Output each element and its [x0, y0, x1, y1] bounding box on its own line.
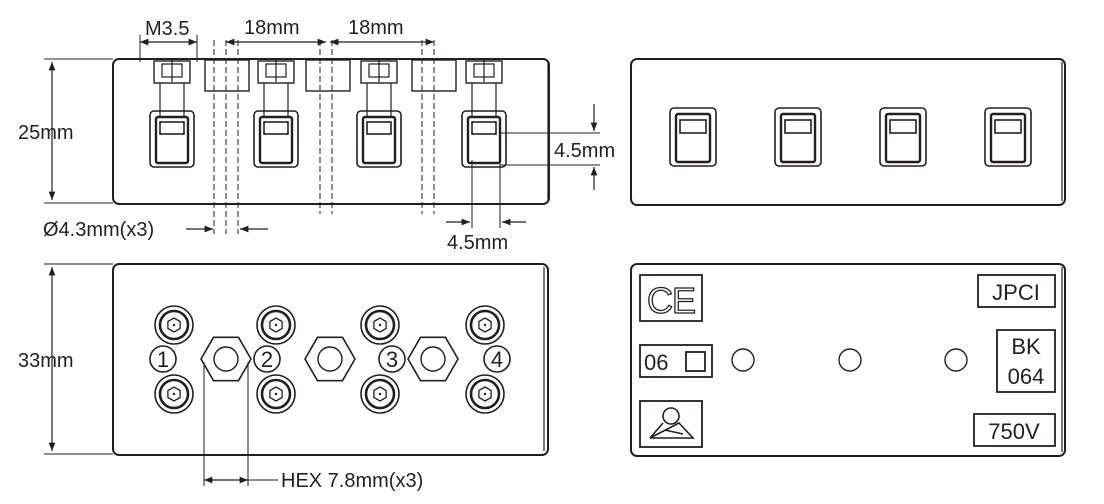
height-25-label: 25mm	[18, 122, 74, 144]
front-view: 1 2 3 4 33mm HEX 7.8mm(x3)	[18, 263, 549, 492]
slot-height-dimension: 4.5mm	[500, 104, 615, 190]
front-view-screws	[154, 305, 505, 414]
inspection-mark-icon	[639, 400, 703, 448]
label-panel-body	[630, 263, 1066, 457]
model-box: BK 064	[996, 329, 1056, 393]
height-33-label: 33mm	[18, 350, 74, 372]
screw-head-6	[360, 374, 400, 414]
screw-head-8	[465, 374, 505, 414]
screw-head-5	[360, 305, 400, 345]
slot-height-label: 4.5mm	[554, 140, 615, 162]
side-slot-2	[774, 107, 822, 167]
label-panel-hole-1	[731, 348, 755, 372]
size-code-square	[685, 351, 706, 372]
pitch-dimension-1: 18mm	[226, 17, 326, 46]
size-code-text: 06	[644, 350, 668, 375]
svg-text:2: 2	[261, 347, 273, 372]
model-line1: BK	[1011, 334, 1041, 359]
top-slot-2	[253, 60, 299, 168]
screw-head-1	[154, 305, 194, 345]
hex-label: HEX 7.8mm(x3)	[281, 470, 423, 492]
brand-box: JPCI	[977, 274, 1056, 308]
hole-diameter-dimension: Ø4.3mm(x3)	[43, 219, 268, 241]
screw-head-3	[256, 305, 296, 345]
terminal-number-3: 3	[378, 345, 406, 373]
side-slot-3	[879, 107, 927, 167]
top-slot-3	[356, 60, 402, 168]
pitch-label-1: 18mm	[244, 17, 300, 39]
model-line2: 064	[1008, 364, 1045, 389]
screw-head-2	[154, 374, 194, 414]
voltage-text: 750V	[988, 419, 1040, 444]
top-hex-block-1	[204, 59, 250, 92]
side-slot-1	[669, 107, 717, 167]
slot-width-label: 4.5mm	[447, 232, 508, 254]
side-slot-4	[984, 107, 1032, 167]
screw-head-7	[465, 305, 505, 345]
pitch-dimension-2: 18mm	[330, 17, 434, 46]
voltage-box: 750V	[973, 413, 1056, 447]
top-view: M3.5 18mm 18mm 25mm Ø4.3mm(x3)	[18, 17, 615, 254]
height-33-dimension: 33mm	[18, 263, 113, 455]
m35-dimension: M3.5	[139, 18, 198, 62]
label-panel-hole-3	[944, 348, 968, 372]
label-panel: CE JPCI 06 BK 064	[630, 263, 1066, 457]
terminal-number-1: 1	[149, 345, 177, 373]
slot-width-dimension: 4.5mm	[446, 160, 526, 254]
brand-text: JPCI	[992, 280, 1040, 305]
m35-label: M3.5	[145, 18, 189, 40]
size-code-box: 06	[639, 344, 713, 378]
label-panel-hole-2	[838, 348, 862, 372]
top-slot-4	[461, 60, 507, 168]
svg-text:3: 3	[386, 347, 398, 372]
top-hex-block-2	[305, 59, 351, 92]
top-view-body	[112, 58, 550, 205]
front-view-body	[112, 263, 549, 456]
hex-nut-1	[200, 336, 252, 382]
ce-mark-box: CE	[639, 274, 703, 322]
terminal-number-2: 2	[253, 345, 281, 373]
side-view-body	[630, 58, 1066, 206]
hex-nut-2	[304, 336, 356, 382]
pitch-label-2: 18mm	[348, 17, 404, 39]
hex-nut-3	[407, 336, 459, 382]
svg-text:1: 1	[157, 347, 169, 372]
screw-head-4	[256, 374, 296, 414]
hole-diameter-label: Ø4.3mm(x3)	[43, 219, 154, 241]
side-view-slots	[669, 107, 1032, 167]
hole-dashed-lines	[213, 40, 435, 234]
hex-dimension: HEX 7.8mm(x3)	[203, 362, 423, 492]
ce-mark-text: CE	[647, 280, 695, 321]
top-slot-1	[149, 60, 195, 168]
top-view-slots	[149, 59, 507, 168]
height-25-dimension: 25mm	[18, 58, 113, 204]
front-view-hex-nuts	[200, 336, 459, 382]
svg-text:4: 4	[491, 347, 503, 372]
side-view	[630, 58, 1066, 206]
terminal-number-4: 4	[483, 345, 511, 373]
